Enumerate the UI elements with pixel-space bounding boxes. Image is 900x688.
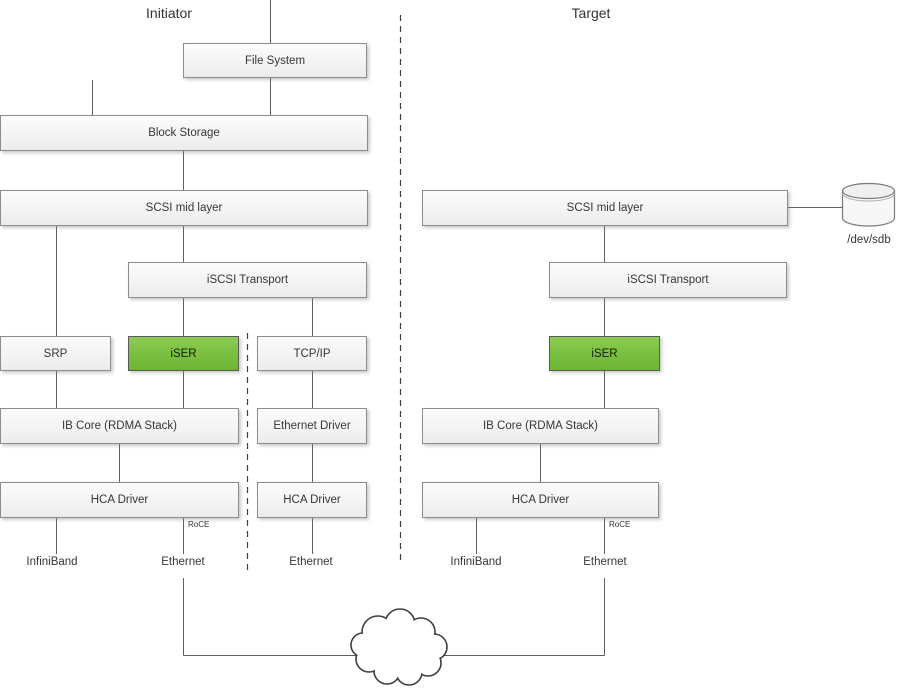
initiator-file-system-box: File System <box>183 43 367 78</box>
target-iscsi-transport-box: iSCSI Transport <box>549 262 787 298</box>
initiator-ib-core-box: IB Core (RDMA Stack) <box>0 408 239 444</box>
initiator-iser-box: iSER <box>128 336 239 371</box>
target-scsi-mid-layer-box: SCSI mid layer <box>422 190 788 226</box>
target-ib-core-box: IB Core (RDMA Stack) <box>422 408 659 444</box>
initiator-tcpip-box: TCP/IP <box>257 336 367 371</box>
network-cloud-icon <box>350 608 448 686</box>
initiator-infiniband-label: InfiniBand <box>26 556 78 568</box>
initiator-ethernet-driver-box: Ethernet Driver <box>257 408 367 444</box>
initiator-title: Initiator <box>146 5 192 21</box>
initiator-block-storage-box: Block Storage <box>0 115 368 151</box>
target-hca-driver-box: HCA Driver <box>422 482 659 518</box>
initiator-srp-box: SRP <box>0 336 111 371</box>
initiator-ethernet-label: Ethernet <box>161 556 205 568</box>
disk-device-label: /dev/sdb <box>847 234 891 246</box>
target-ethernet-label: Ethernet <box>583 556 627 568</box>
initiator-hca-driver-eth-box: HCA Driver <box>257 482 367 518</box>
target-roce-label: RoCE <box>609 520 631 529</box>
disk-icon <box>841 182 896 227</box>
target-infiniband-label: InfiniBand <box>450 556 502 568</box>
initiator-scsi-mid-layer-box: SCSI mid layer <box>0 190 368 226</box>
initiator-roce-label: RoCE <box>188 520 210 529</box>
initiator-ethernet-label2: Ethernet <box>289 556 333 568</box>
target-iser-box: iSER <box>549 336 660 371</box>
initiator-iscsi-transport-box: iSCSI Transport <box>128 262 367 298</box>
target-title: Target <box>571 5 611 21</box>
initiator-hca-driver-ib-box: HCA Driver <box>0 482 239 518</box>
